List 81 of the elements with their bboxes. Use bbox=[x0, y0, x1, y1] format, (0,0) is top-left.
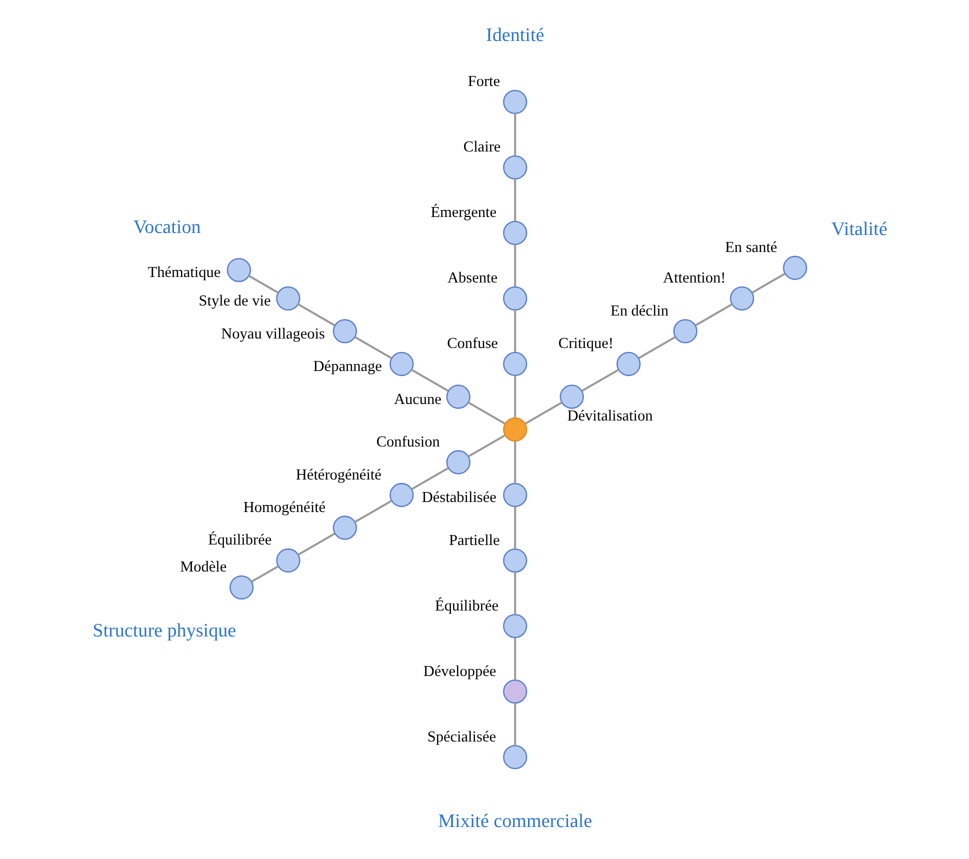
node-label: Équilibrée bbox=[208, 532, 272, 549]
node-circle bbox=[503, 744, 528, 770]
connector bbox=[514, 507, 516, 550]
node-label: Émergente bbox=[430, 204, 496, 222]
node-circle bbox=[276, 548, 300, 573]
node-label: Critique! bbox=[558, 335, 614, 352]
node-circle bbox=[503, 482, 528, 508]
node-circle bbox=[503, 155, 528, 180]
connector bbox=[514, 638, 516, 680]
node-label: Développée bbox=[423, 662, 496, 680]
connector bbox=[514, 310, 516, 352]
node-label: Confusion bbox=[376, 433, 440, 450]
connector bbox=[514, 375, 516, 418]
label: Mixité commerciale bbox=[438, 811, 592, 832]
node-label: Aucune bbox=[394, 390, 442, 408]
connector bbox=[354, 336, 392, 359]
node-circle bbox=[503, 90, 528, 114]
node-circle bbox=[229, 575, 254, 600]
node-label: Dépannage bbox=[313, 358, 382, 376]
node-circle bbox=[390, 352, 414, 376]
node-circle bbox=[276, 286, 300, 311]
node-circle bbox=[730, 286, 754, 311]
label: Vocation bbox=[133, 217, 201, 238]
node-circle bbox=[503, 220, 528, 246]
connector bbox=[468, 402, 506, 424]
node-label: Claire bbox=[463, 138, 501, 156]
node-label: En santé bbox=[725, 239, 778, 256]
node-circle bbox=[390, 482, 414, 508]
node-circle bbox=[503, 352, 528, 376]
connector bbox=[752, 272, 786, 294]
connector bbox=[411, 467, 448, 490]
node-label: Absente bbox=[448, 270, 498, 287]
node-label: Homogénéité bbox=[243, 498, 326, 516]
node-circle bbox=[673, 319, 698, 344]
node-label: Spécialisée bbox=[427, 728, 496, 746]
connector bbox=[695, 303, 733, 326]
connector bbox=[514, 572, 516, 615]
node-label: Style de vie bbox=[198, 292, 271, 310]
node-label: En déclin bbox=[610, 302, 669, 320]
label: Identité bbox=[486, 24, 544, 46]
connector bbox=[468, 434, 506, 458]
connector bbox=[514, 442, 516, 484]
node-label: Déstabilisée bbox=[422, 489, 496, 506]
node-circle bbox=[446, 384, 470, 409]
node-circle bbox=[503, 614, 528, 638]
connector bbox=[514, 704, 516, 746]
node-circle bbox=[560, 384, 584, 409]
node-circle bbox=[503, 679, 528, 704]
node-circle bbox=[332, 319, 357, 344]
connector bbox=[514, 178, 516, 221]
connector bbox=[298, 303, 335, 326]
connector bbox=[298, 532, 335, 556]
connector bbox=[251, 566, 278, 582]
node-label: Partielle bbox=[448, 532, 500, 549]
node-circle bbox=[503, 548, 528, 573]
node-label: Thématique bbox=[148, 264, 221, 282]
node-circle bbox=[503, 417, 528, 442]
node-label: Noyau villageois bbox=[221, 325, 325, 342]
node-circle bbox=[332, 516, 357, 540]
connector bbox=[411, 368, 448, 392]
node-circle bbox=[226, 258, 251, 282]
node-circle bbox=[446, 450, 470, 474]
node-label: Confuse bbox=[447, 335, 498, 352]
node-circle bbox=[616, 352, 641, 376]
label: Structure physique bbox=[92, 620, 236, 642]
node-circle bbox=[782, 256, 808, 280]
connector bbox=[514, 244, 516, 286]
node-label: Équilibrée bbox=[435, 597, 499, 614]
connector bbox=[354, 500, 392, 523]
node-label: Dévitalisation bbox=[567, 407, 653, 424]
connector bbox=[525, 402, 562, 424]
node-circle bbox=[503, 286, 528, 311]
connector bbox=[582, 368, 620, 392]
node-label: Attention! bbox=[662, 270, 726, 287]
node-label: Hétérogénéité bbox=[296, 466, 382, 484]
connector bbox=[638, 336, 676, 359]
connector bbox=[248, 274, 279, 294]
node-label: Forte bbox=[468, 73, 500, 90]
label: Vitalité bbox=[831, 219, 888, 240]
node-label: Modèle bbox=[180, 558, 227, 576]
connector bbox=[514, 113, 516, 156]
